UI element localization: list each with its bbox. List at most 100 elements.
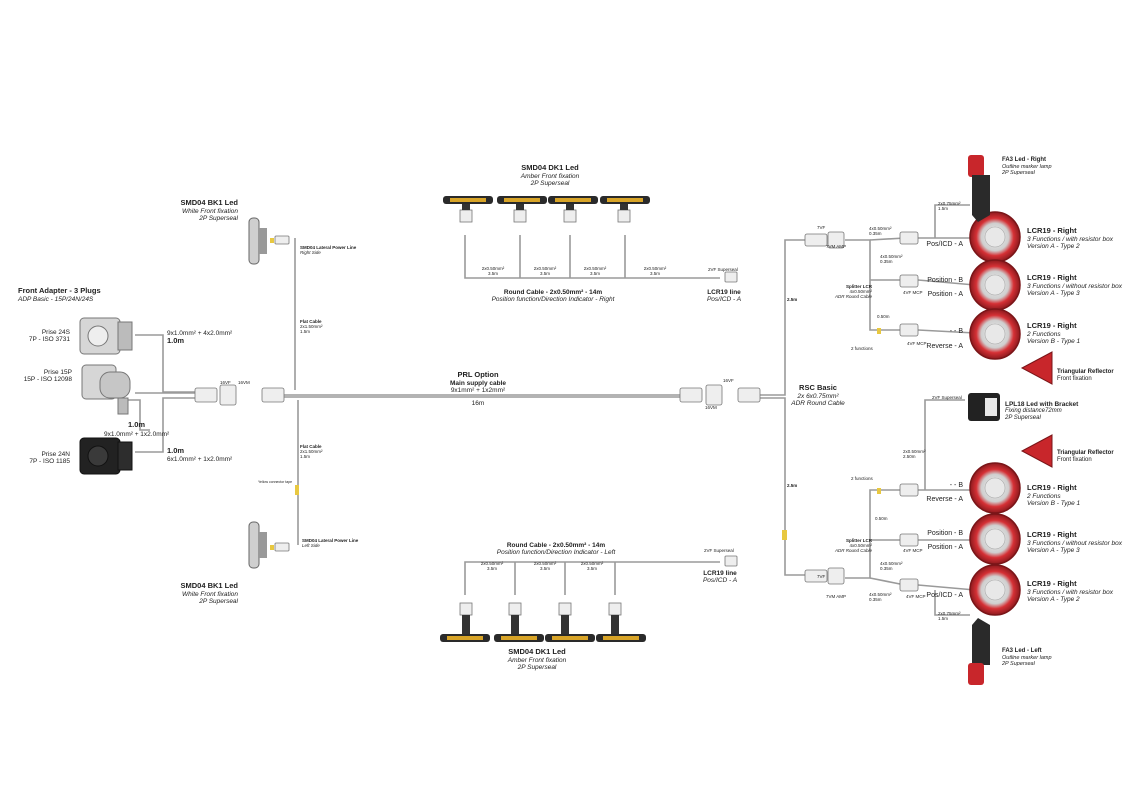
lamp-bottom-1-l2: Version B - Type 1 <box>1027 500 1081 508</box>
reflector-top-title: Triangular Reflector <box>1057 369 1114 375</box>
lamp-bottom-3-title: LCR19 - Right <box>1027 579 1077 588</box>
seg-top-2-spec: 2x0.50mm² <box>533 266 557 271</box>
fa3-left-cable-spec: 2x0.75mm² <box>938 611 961 616</box>
reflector-top-icon <box>1020 351 1053 385</box>
lamp-top-1-conn: Pos/ICD - A <box>926 241 963 248</box>
fa3-right-title: FA3 Led - Right <box>1002 157 1046 163</box>
dk1-top-label: SMD04 DK1 Led Amber Front fixation 2P Su… <box>521 163 580 188</box>
fa3-right-line1: Outline marker lamp <box>1002 163 1052 170</box>
splitter-bottom-title: Splitter LCR <box>845 538 872 543</box>
round-cable-top-title: Round Cable - 2x0.50mm² - 14m <box>503 289 603 296</box>
split-seg-bottom-len: 0.35m <box>869 597 882 603</box>
dk1-top-title: SMD04 DK1 Led <box>521 163 579 172</box>
plug-24s-label: Prise 24S 7P - ISO 3731 <box>29 329 70 344</box>
front-adapter-subtitle: ADP Basic - 15P/24N/24S <box>18 295 94 303</box>
split-seg-bottom-2-len: 0.35m <box>880 566 893 572</box>
plug-15p-cable: 9x1.0mm² + 1x2.0mm² <box>104 431 170 438</box>
lamp-bottom-1-conn-b: - - B <box>949 482 963 489</box>
lpl18-conn: 2VF Superseal <box>932 395 962 400</box>
lamp-bottom-3-label: LCR19 - Right 3 Functions / with resisto… <box>1027 579 1113 604</box>
reflector-top-label: Triangular Reflector Front fixation <box>1057 369 1114 383</box>
prl-label: PRL Option Main supply cable 9x1mm² + 1x… <box>450 370 506 395</box>
lamp-top-1-title: LCR19 - Right <box>1027 226 1077 235</box>
fa3-left-line1: Outline marker lamp <box>1002 654 1052 661</box>
plug-24n-label: Prise 24N 7P - ISO 1185 <box>29 451 70 466</box>
plug-24n-len: 1.0m <box>167 446 185 455</box>
rsc-title: RSC Basic <box>799 383 837 392</box>
seg-top-4-spec: 2x0.50mm² <box>643 266 667 271</box>
plug-24s-cable-label: 9x1.0mm² + 4x2.0mm² 1.0m <box>167 330 232 346</box>
connectors <box>194 209 919 616</box>
fa3-left-label: FA3 Led - Left Outline marker lamp 2P Su… <box>1002 648 1052 668</box>
lamp-top-1-l2: Version A - Type 2 <box>1027 243 1080 251</box>
lcr19-line-bottom: LCR19 line Pos/ICD - A <box>703 570 737 585</box>
lamp-bottom-2-l1: 3 Functions / without resistor box <box>1027 539 1123 547</box>
conn-16vm-right: 16VM <box>705 405 717 410</box>
fa3-right-cable-len: 1.5m <box>938 206 949 212</box>
plug-15p-icon <box>81 364 131 415</box>
lateral-right-title: SMD04 Lateral Power Line <box>300 245 357 250</box>
lpl18-l2: 2P Superseal <box>1005 415 1041 422</box>
split-seg-bottom-2-spec: 4x0.50mm² <box>880 561 903 566</box>
seg-bottom-1-len: 3.5m <box>486 566 498 572</box>
split-seg-top-spec: 4x0.50mm² <box>869 226 892 231</box>
mcp-3: 4VF MCP <box>903 548 923 553</box>
lcr19-line-top-sub: Pos/ICD - A <box>706 296 742 304</box>
flat-cable-top: Flat Cable 2x1.50mm² 1.5m <box>300 319 323 335</box>
round-cable-top-desc: Position function/Direction Indicator - … <box>491 296 615 304</box>
lamp-top-2-l2: Version A - Type 3 <box>1027 290 1080 298</box>
lamp-top-1-label: LCR19 - Right 3 Functions / with resisto… <box>1027 226 1113 251</box>
round-cable-bottom-label: Round Cable - 2x0.50mm² - 14m Position f… <box>497 542 616 557</box>
fa3-left-line2: 2P Superseal <box>1002 661 1035 668</box>
dk1-bottom-line1: Amber Front fixation <box>507 656 567 664</box>
plug-15p-label: Prise 15P 15P - ISO 12098 <box>24 369 72 384</box>
splitter-top: Splitter LCR 4x0.50mm² ADR Round Cable <box>835 284 872 300</box>
lcr19-line-top-title: LCR19 line <box>707 289 741 296</box>
plug-24n-icon <box>79 437 133 475</box>
lcr19-line-top: LCR19 line Pos/ICD - A <box>707 289 741 304</box>
bk1-top-title: SMD04 BK1 Led <box>180 198 238 207</box>
lamp-top-3-l1: 2 Functions <box>1027 330 1061 338</box>
flat-cable-bottom-len: 1.5m <box>300 454 311 460</box>
lcr19-line-bottom-sub: Pos/ICD - A <box>702 577 738 585</box>
lamp-bottom-2-l2: Version A - Type 3 <box>1027 547 1080 555</box>
mcp-2: 4VF MCP <box>907 341 927 346</box>
dk1-lamps-top <box>443 196 650 210</box>
yellow-tape-label: Yellow connector tape <box>258 480 293 484</box>
two-functions-bottom: 2 functions <box>851 476 873 481</box>
split-seg-bottom-3: 0.50m <box>875 516 888 521</box>
rsc-line2: ADR Round Cable <box>791 400 845 408</box>
conn-16vf-left: 16VF <box>220 380 231 385</box>
fa3-left-cable-len: 1.5m <box>938 616 949 622</box>
seg-bottom-1-spec: 2x0.50mm² <box>480 561 504 566</box>
fa3-right-label: FA3 Led - Right Outline marker lamp 2P S… <box>1002 157 1052 177</box>
plug-15p-name: Prise 15P <box>43 369 72 376</box>
round-cable-top-label: Round Cable - 2x0.50mm² - 14m Position f… <box>492 289 615 304</box>
plug-24s-cable: 9x1.0mm² + 4x2.0mm² <box>167 330 233 337</box>
splitter-top-spec: 4x0.50mm² <box>849 289 872 295</box>
dk1-top-line2: 2P Superseal <box>530 180 570 188</box>
lcr19-line-bottom-title: LCR19 line <box>703 570 737 577</box>
flat-cable-bottom-title: Flat Cable <box>300 444 322 449</box>
splitter-bottom-cable: ADR Round Cable <box>834 548 872 554</box>
front-adapter-label: Front Adapter - 3 Plugs ADP Basic - 15P/… <box>18 286 101 303</box>
conn-2vf-top: 2VF Superseal <box>708 267 738 272</box>
two-functions-top: 2 functions <box>851 346 873 351</box>
seg-top-4-len: 3.5m <box>649 271 661 277</box>
flat-cable-top-spec: 2x1.50mm² <box>300 324 323 330</box>
plug-24s-icon <box>79 317 133 355</box>
seg-top-1-len: 3.5m <box>487 271 499 277</box>
lamp-top-2-conn-b: Position - B <box>927 277 963 284</box>
fa3-right-line2: 2P Superseal <box>1002 170 1035 177</box>
lamp-top-1-l1: 3 Functions / with resistor box <box>1027 235 1113 243</box>
rsc-label: RSC Basic 2x 6x0.75mm² ADR Round Cable <box>791 383 845 408</box>
bk1-top-line1: White Front fixation <box>182 207 238 215</box>
bk1-bottom-title: SMD04 BK1 Led <box>180 581 238 590</box>
yellow-markers <box>270 238 881 550</box>
lamp-top-2-title: LCR19 - Right <box>1027 273 1077 282</box>
seg-bottom-3-len: 3.5m <box>586 566 598 572</box>
